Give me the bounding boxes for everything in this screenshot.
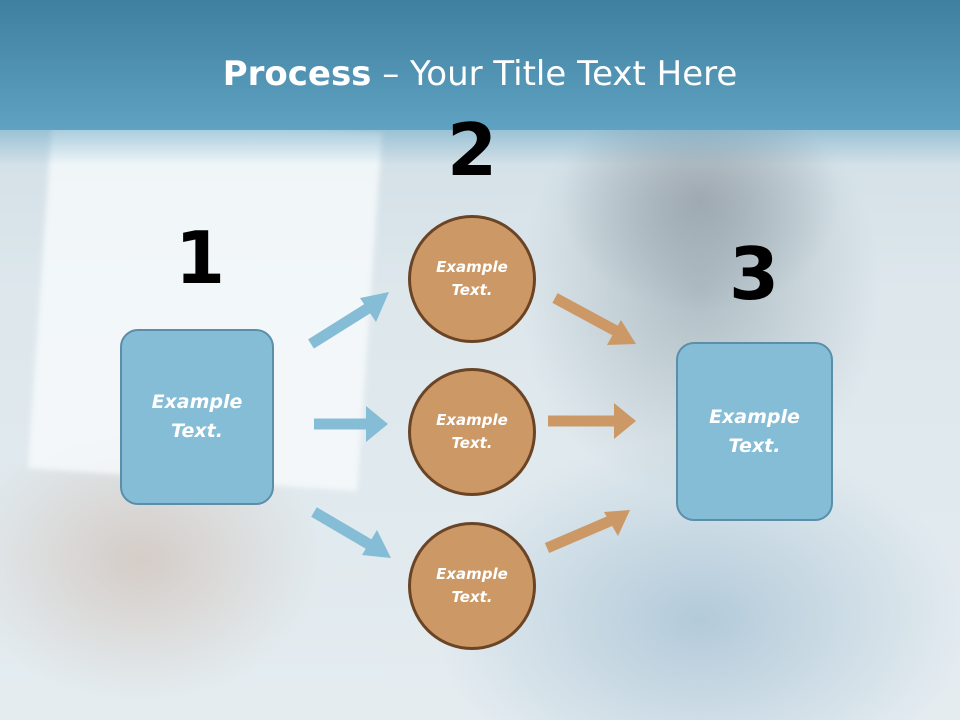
arrow-blue-middle <box>314 406 388 442</box>
right-process-box: Example Text. <box>676 342 833 521</box>
title-rest: – Your Title Text Here <box>371 54 738 94</box>
arrow-orange-middle <box>548 403 636 439</box>
right-box-line1: Example <box>709 405 800 428</box>
arrow-blue-down <box>311 507 391 558</box>
left-box-line2: Text. <box>171 420 223 442</box>
process-circle-top: Example Text. <box>408 215 536 343</box>
arrow-blue-up <box>308 292 389 349</box>
step-number-3: 3 <box>728 232 780 316</box>
circle-bottom-line1: Example <box>436 565 508 583</box>
arrow-orange-down <box>552 293 636 345</box>
process-circle-bottom: Example Text. <box>408 522 536 650</box>
circle-top-line1: Example <box>436 258 508 276</box>
title-bold: Process <box>222 54 372 94</box>
header-fade <box>0 125 960 165</box>
right-box-line2: Text. <box>728 434 781 457</box>
step-number-2: 2 <box>446 108 498 192</box>
header-band <box>0 0 960 130</box>
circle-bottom-line2: Text. <box>451 588 493 606</box>
circle-middle-line1: Example <box>436 411 508 429</box>
process-circle-middle: Example Text. <box>408 368 536 496</box>
left-box-line1: Example <box>151 391 243 413</box>
circle-middle-line2: Text. <box>451 434 493 452</box>
left-process-box: Example Text. <box>120 329 274 505</box>
step-number-1: 1 <box>174 216 226 300</box>
arrow-orange-up <box>544 510 630 554</box>
slide-title: Process – Your Title Text Here <box>0 52 960 96</box>
circle-top-line2: Text. <box>451 281 493 299</box>
